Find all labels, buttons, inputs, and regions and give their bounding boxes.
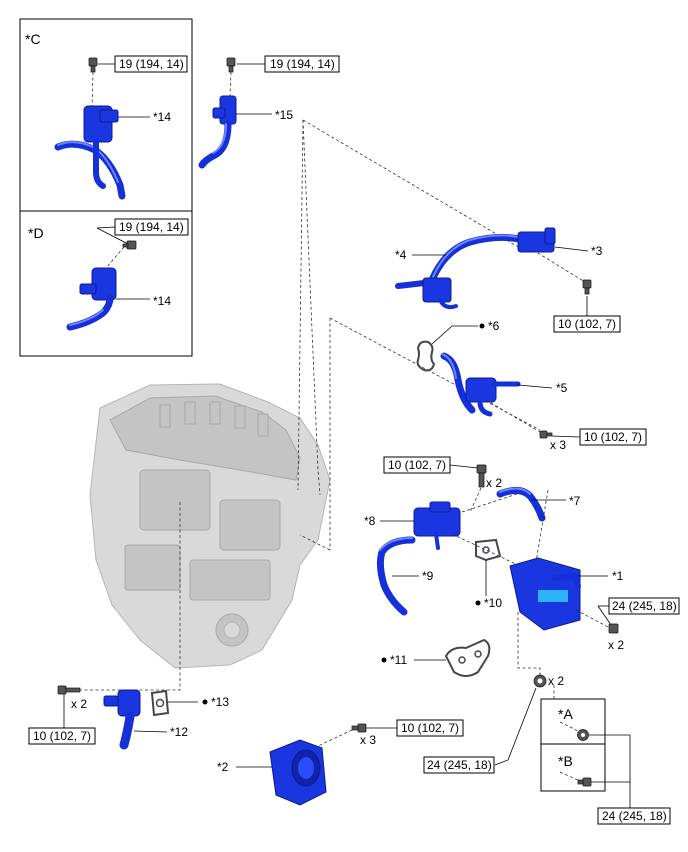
part-5 — [440, 352, 521, 417]
part-9-label: *9 — [422, 569, 434, 583]
nut-torque: 24 (245, 18) — [427, 758, 492, 772]
inset-ab: *A *B — [540, 698, 606, 792]
part-14-d-label: *14 — [153, 294, 171, 308]
part-8-label: *8 — [364, 514, 376, 528]
bolt-icon — [539, 430, 553, 439]
part-2-label: *2 — [217, 760, 229, 774]
part-5-qty: x 3 — [550, 438, 566, 452]
part-10-gasket — [475, 538, 502, 562]
part-1 — [509, 557, 581, 631]
bolt-icon — [122, 240, 137, 250]
inset-a-label: *A — [558, 706, 573, 722]
bolt-icon — [577, 777, 592, 787]
bolt-icon — [351, 723, 367, 733]
part-12 — [103, 689, 141, 750]
part-7 — [496, 487, 546, 522]
part-4 — [395, 233, 528, 310]
bolt-icon — [57, 685, 81, 695]
part-9 — [376, 536, 416, 616]
part-5-torque-box — [579, 428, 647, 446]
part-11-gasket — [444, 638, 491, 677]
part-2 — [269, 739, 327, 806]
inset-b-label: *B — [558, 753, 573, 769]
part-15-group: 19 (194, 14) *15 — [198, 55, 340, 169]
part-1-qty: x 2 — [608, 638, 624, 652]
inset-ab-torque: 24 (245, 18) — [602, 809, 667, 823]
part-6-label: *6 — [488, 319, 500, 333]
part-15-torque: 19 (194, 14) — [270, 57, 335, 71]
bolt-icon — [226, 57, 236, 73]
part-1-torque: 24 (245, 18) — [612, 599, 677, 613]
part-8-torque: 10 (102, 7) — [388, 458, 446, 472]
part-6-gasket — [416, 340, 436, 372]
nut-torque-box — [423, 756, 495, 774]
part-5-torque: 10 (102, 7) — [584, 430, 642, 444]
part-14-c — [54, 105, 126, 200]
new-part-dot-icon — [202, 699, 208, 705]
part-5-label: *5 — [556, 381, 568, 395]
new-part-dot-icon — [381, 657, 387, 663]
bolt-icon — [88, 57, 98, 73]
bolt-icon — [608, 623, 619, 634]
part-11-label: *11 — [390, 653, 407, 667]
part-7-label: *7 — [569, 494, 581, 508]
nut-icon — [577, 729, 589, 741]
part-3-torque: 10 (102, 7) — [558, 317, 616, 331]
bolt-icon — [582, 279, 592, 295]
part-8-qty: x 2 — [486, 476, 502, 490]
part-15 — [198, 95, 237, 169]
inset-d: *D 19 (194, 14) *14 — [19, 210, 193, 357]
engine-block — [89, 383, 331, 669]
inset-d-torque-14: 19 (194, 14) — [119, 220, 184, 234]
new-part-dot-icon — [479, 323, 485, 329]
nut-icon — [533, 674, 547, 688]
inset-d-label: *D — [28, 225, 44, 241]
part-12-torque-box — [28, 727, 96, 745]
part-12-torque: 10 (102, 7) — [33, 729, 91, 743]
inset-c-torque-14: 19 (194, 14) — [119, 57, 184, 71]
part-3 — [517, 227, 556, 253]
part-13-gasket — [150, 689, 170, 717]
part-15-label: *15 — [275, 108, 293, 122]
bolt-icon — [476, 464, 487, 488]
part-2-torque: 10 (102, 7) — [401, 721, 459, 735]
part-14-d — [66, 267, 117, 331]
part-3-label: *3 — [591, 244, 603, 258]
part-3-torque-box — [553, 315, 621, 333]
part-2-qty: x 3 — [360, 733, 376, 747]
part-1-label: *1 — [612, 569, 624, 583]
new-part-dot-icon — [475, 600, 481, 606]
part-10-label: *10 — [484, 596, 502, 610]
inset-ab-torque-box — [597, 807, 671, 825]
inset-c-label: *C — [25, 31, 41, 47]
part-13-label: *13 — [211, 695, 229, 709]
part-14-c-label: *14 — [153, 110, 171, 124]
part-12-qty: x 2 — [71, 697, 87, 711]
nut-qty: x 2 — [548, 674, 564, 688]
part-4-label: *4 — [395, 248, 407, 262]
part-12-label: *12 — [170, 725, 188, 739]
inset-c: *C 19 (194, 14) *14 — [19, 18, 193, 212]
part-8 — [413, 501, 461, 550]
